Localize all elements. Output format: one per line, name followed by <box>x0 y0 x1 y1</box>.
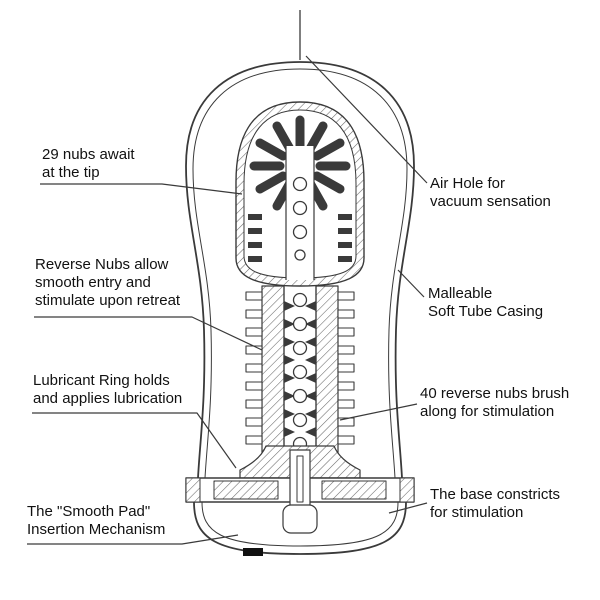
leader-forty-nubs <box>339 403 418 421</box>
label-smooth-pad-line2: Insertion Mechanism <box>27 521 166 538</box>
reverse-nubs-teeth <box>284 301 316 437</box>
label-air-hole: Air Hole for vacuum sensation <box>430 175 551 211</box>
tip-channel <box>285 146 315 280</box>
label-soft-casing: Malleable Soft Tube Casing <box>428 285 543 321</box>
label-soft-casing-line1: Malleable <box>428 285 493 302</box>
label-lubricant-ring: Lubricant Ring holds and applies lubrica… <box>33 372 182 408</box>
outer-casing <box>185 61 415 479</box>
label-nubs-tip-line1: 29 nubs await <box>42 146 135 163</box>
center-valve <box>282 449 318 534</box>
label-forty-nubs-line1: 40 reverse nubs brush <box>420 385 570 402</box>
label-base-constricts: The base constricts for stimulation <box>430 486 560 522</box>
leader-lubricant-ring <box>32 412 237 469</box>
leader-reverse-nubs <box>34 316 263 351</box>
label-forty-nubs: 40 reverse nubs brush along for stimulat… <box>420 385 569 421</box>
leader-soft-casing <box>397 269 425 298</box>
label-soft-casing-line2: Soft Tube Casing <box>428 303 544 320</box>
leader-air-hole <box>305 55 428 184</box>
leader-smooth-pad <box>27 534 239 545</box>
label-lubricant-ring-line1: Lubricant Ring holds <box>33 372 170 389</box>
label-base-constricts-line1: The base constricts <box>430 486 561 503</box>
label-smooth-pad: The "Smooth Pad" Insertion Mechanism <box>27 503 165 539</box>
label-air-hole-line2: vacuum sensation <box>430 193 551 210</box>
label-nubs-tip-line2: at the tip <box>42 164 100 181</box>
sleeve-ribs <box>245 291 355 445</box>
leader-nubs-tip <box>40 183 243 195</box>
label-base-constricts-line2: for stimulation <box>430 504 524 521</box>
label-air-hole-line1: Air Hole for <box>430 175 506 192</box>
label-forty-nubs-line2: along for stimulation <box>420 403 555 420</box>
leader-base-constricts <box>388 502 428 514</box>
leader-lines <box>27 55 428 545</box>
channel-holes <box>283 286 317 456</box>
label-reverse-nubs-line3: stimulate upon retreat <box>35 292 181 309</box>
tip-comb-teeth <box>248 214 352 262</box>
base-logo-mark <box>243 548 263 556</box>
label-reverse-nubs-line2: smooth entry and <box>35 274 151 291</box>
label-smooth-pad-line1: The "Smooth Pad" <box>27 503 151 520</box>
label-reverse-nubs: Reverse Nubs allow smooth entry and stim… <box>35 256 180 310</box>
base-shell <box>193 501 407 555</box>
label-reverse-nubs-line1: Reverse Nubs allow <box>35 256 169 273</box>
label-nubs-tip: 29 nubs await at the tip <box>42 146 135 182</box>
label-lubricant-ring-line2: and applies lubrication <box>33 390 183 407</box>
